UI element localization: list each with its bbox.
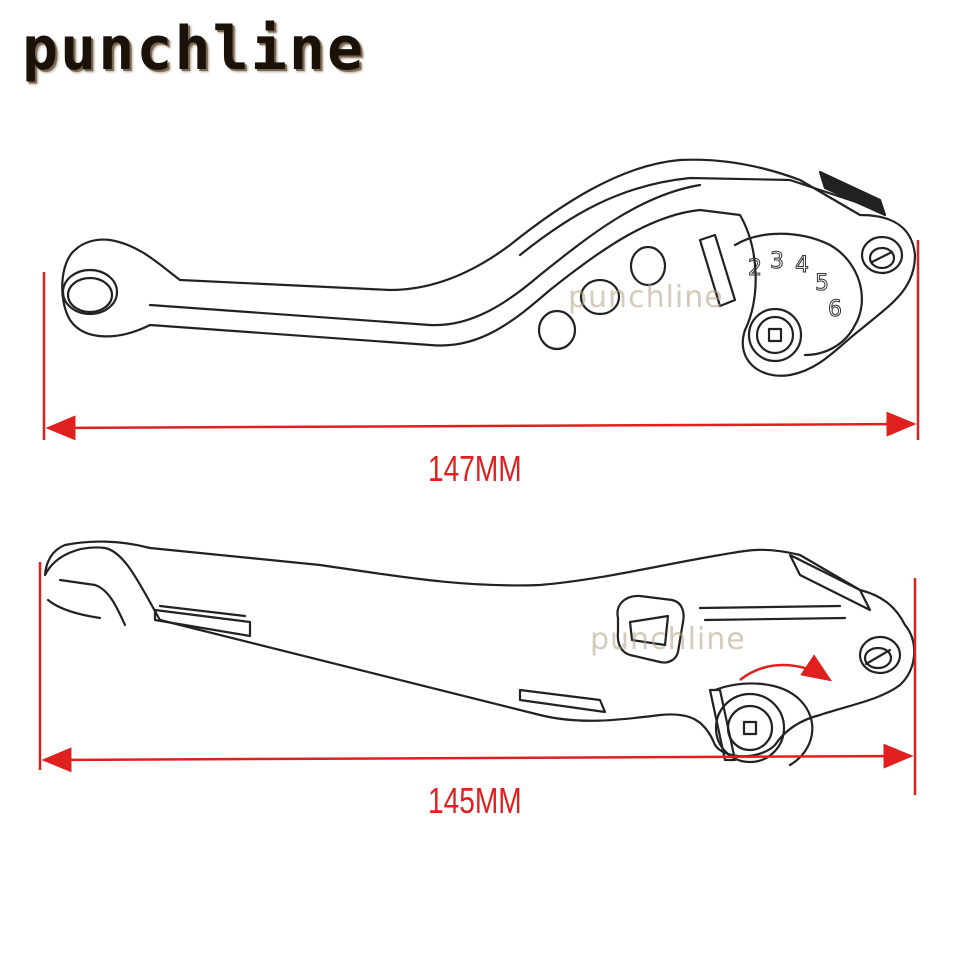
lever-2-length-label: 145MM <box>428 780 522 821</box>
lever-1-dimension <box>42 240 920 441</box>
lever-1-length-label: 147MM <box>428 448 522 489</box>
brand-logo: punchline <box>22 14 366 84</box>
watermark-2: punchline <box>590 622 746 657</box>
adjust-number: 5 <box>815 271 829 296</box>
adjust-number: 3 <box>770 249 784 274</box>
adjust-number: 4 <box>795 253 809 278</box>
adjust-number: 2 <box>748 256 762 281</box>
lever-2-drawing <box>43 540 916 767</box>
lever-1-drawing <box>61 158 917 377</box>
adjust-number: 6 <box>828 297 842 322</box>
watermark-1: punchline <box>568 280 724 315</box>
rotation-arrow <box>739 654 833 682</box>
lever-2-dimension <box>38 562 917 795</box>
lever-1-adjust-scale: 2 3 4 5 6 <box>748 249 843 323</box>
